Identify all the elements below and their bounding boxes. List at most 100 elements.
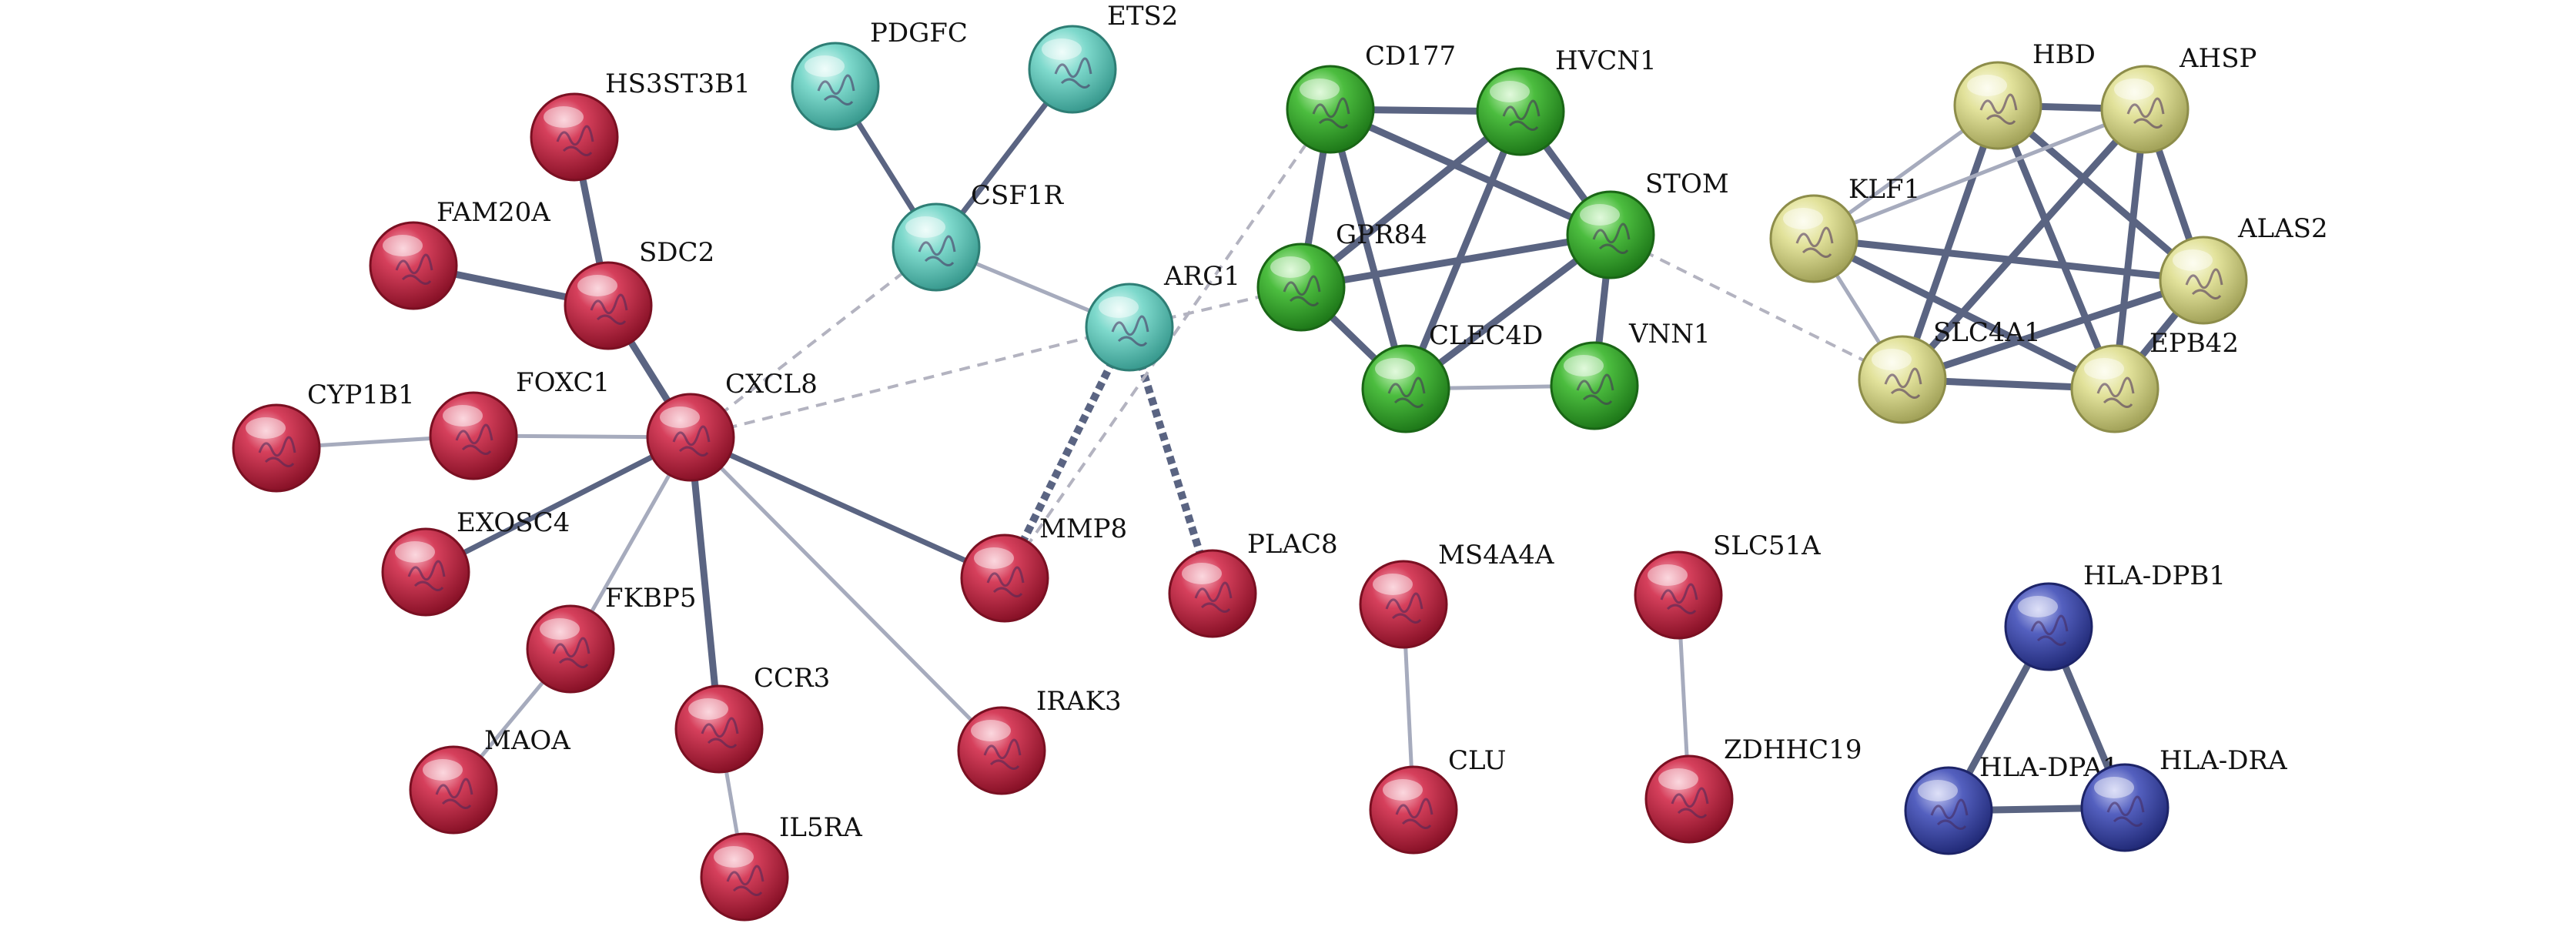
protein-structure-icon bbox=[983, 738, 1022, 770]
protein-structure-icon bbox=[2096, 376, 2135, 408]
node-stom[interactable]: STOM bbox=[1566, 169, 1729, 279]
node-sphere bbox=[1028, 25, 1117, 114]
node-highlight bbox=[1042, 38, 1082, 60]
node-sphere bbox=[1286, 65, 1375, 154]
node-label: CYP1B1 bbox=[307, 380, 415, 410]
edge-ahsp-klf1 bbox=[1813, 107, 2146, 241]
node-hvcn1[interactable]: HVCN1 bbox=[1476, 45, 1657, 156]
protein-structure-icon bbox=[407, 560, 446, 591]
node-highlight bbox=[577, 275, 617, 296]
node-sphere bbox=[2100, 65, 2190, 154]
node-fkbp5[interactable]: FKBP5 bbox=[526, 583, 697, 694]
node-ccr3[interactable]: CCR3 bbox=[674, 663, 830, 774]
node-sphere bbox=[1904, 766, 1993, 855]
node-pdgfc[interactable]: PDGFC bbox=[791, 18, 968, 131]
node-label: MS4A4A bbox=[1438, 540, 1554, 570]
protein-structure-icon bbox=[2126, 97, 2165, 129]
protein-structure-icon bbox=[1283, 275, 1321, 306]
node-highlight bbox=[544, 106, 584, 128]
node-il5ra[interactable]: IL5RA bbox=[700, 812, 862, 922]
node-exosc4[interactable]: EXOSC4 bbox=[381, 507, 570, 617]
protein-structure-icon bbox=[1385, 592, 1423, 624]
node-zdhhc19[interactable]: ZDHHC19 bbox=[1644, 734, 1862, 844]
edge-arg1-mmp8 bbox=[1001, 325, 1133, 580]
protein-structure-icon bbox=[817, 74, 855, 105]
node-ms4a4a[interactable]: MS4A4A bbox=[1359, 540, 1554, 649]
node-highlight bbox=[1648, 564, 1688, 586]
node-sphere bbox=[1369, 765, 1458, 855]
node-highlight bbox=[1270, 256, 1310, 278]
node-label: CLEC4D bbox=[1429, 320, 1543, 351]
node-highlight bbox=[1564, 355, 1604, 376]
edge-ahsp-epb42 bbox=[2111, 109, 2149, 390]
node-foxc1[interactable]: FOXC1 bbox=[429, 367, 610, 480]
node-maoa[interactable]: MAOA bbox=[409, 725, 570, 835]
node-klf1[interactable]: KLF1 bbox=[1769, 174, 1920, 283]
node-cd177[interactable]: CD177 bbox=[1286, 41, 1456, 154]
edge-cxcl8-mmp8 bbox=[689, 434, 1006, 581]
node-label: MMP8 bbox=[1039, 514, 1127, 544]
node-label: FAM20A bbox=[437, 197, 550, 228]
node-vnn1[interactable]: VNN1 bbox=[1550, 319, 1711, 430]
edge-cxcl8-arg1 bbox=[690, 326, 1130, 439]
node-clec4d[interactable]: CLEC4D bbox=[1361, 320, 1543, 433]
node-highlight bbox=[1182, 563, 1222, 584]
node-cxcl8[interactable]: CXCL8 bbox=[646, 369, 818, 482]
node-hla-dra[interactable]: HLA-DRA bbox=[2080, 745, 2287, 852]
edge-cd177-stom bbox=[1329, 105, 1612, 239]
protein-structure-icon bbox=[726, 865, 764, 896]
node-label: EXOSC4 bbox=[457, 507, 570, 538]
node-clu[interactable]: CLU bbox=[1369, 745, 1506, 855]
node-fam20a[interactable]: FAM20A bbox=[369, 197, 550, 310]
node-label: PLAC8 bbox=[1247, 529, 1338, 560]
node-arg1[interactable]: ARG1 bbox=[1085, 261, 1240, 372]
node-cyp1b1[interactable]: CYP1B1 bbox=[232, 380, 415, 493]
edge-ahsp-slc4a1 bbox=[1899, 106, 2148, 383]
node-hla-dpb1[interactable]: HLA-DPB1 bbox=[2004, 560, 2226, 671]
node-highlight bbox=[2018, 596, 2058, 617]
node-irak3[interactable]: IRAK3 bbox=[957, 686, 1122, 795]
node-plac8[interactable]: PLAC8 bbox=[1168, 529, 1338, 638]
node-csf1r[interactable]: CSF1R bbox=[892, 180, 1065, 292]
edge-alas2-slc4a1 bbox=[1901, 276, 2205, 383]
node-highlight bbox=[2094, 777, 2134, 798]
protein-structure-icon bbox=[986, 566, 1025, 597]
edge-stom-gpr84 bbox=[1300, 231, 1611, 291]
protein-structure-icon bbox=[395, 253, 433, 285]
protein-structure-icon bbox=[455, 423, 493, 455]
node-label: SDC2 bbox=[639, 237, 714, 268]
node-slc51a[interactable]: SLC51A bbox=[1634, 530, 1821, 640]
node-ahsp[interactable]: AHSP bbox=[2100, 43, 2257, 154]
node-mmp8[interactable]: MMP8 bbox=[960, 514, 1127, 623]
node-highlight bbox=[443, 405, 483, 427]
edge-cxcl8-irak3 bbox=[689, 436, 1003, 752]
node-ets2[interactable]: ETS2 bbox=[1028, 1, 1178, 114]
node-sdc2[interactable]: SDC2 bbox=[564, 237, 714, 350]
node-highlight bbox=[1490, 81, 1530, 102]
node-sphere bbox=[957, 706, 1046, 795]
node-sphere bbox=[381, 527, 470, 617]
protein-structure-icon bbox=[2185, 268, 2223, 299]
node-highlight bbox=[660, 406, 700, 428]
protein-structure-icon bbox=[1111, 315, 1149, 346]
node-label: EPB42 bbox=[2149, 328, 2239, 359]
node-gpr84[interactable]: GPR84 bbox=[1256, 219, 1427, 332]
node-slc4a1[interactable]: SLC4A1 bbox=[1858, 317, 2041, 424]
node-hs3st3b1[interactable]: HS3ST3B1 bbox=[530, 69, 751, 182]
node-hbd[interactable]: HBD bbox=[1953, 39, 2096, 150]
protein-structure-icon bbox=[1387, 376, 1426, 408]
node-highlight bbox=[1783, 208, 1823, 229]
protein-structure-icon bbox=[1930, 798, 1969, 830]
protein-structure-icon bbox=[435, 778, 473, 809]
node-alas2[interactable]: ALAS2 bbox=[2159, 213, 2328, 325]
node-hla-dpa1[interactable]: HLA-DPA1 bbox=[1904, 752, 2119, 855]
protein-structure-icon bbox=[1671, 787, 1709, 818]
node-sphere bbox=[1361, 344, 1450, 433]
node-epb42[interactable]: EPB42 bbox=[2070, 328, 2239, 433]
edge-cd177-clec4d bbox=[1326, 108, 1410, 390]
node-highlight bbox=[1918, 780, 1958, 801]
node-sphere bbox=[1644, 754, 1734, 844]
node-label: ETS2 bbox=[1107, 1, 1178, 32]
edge-hbd-epb42 bbox=[1994, 104, 2119, 390]
